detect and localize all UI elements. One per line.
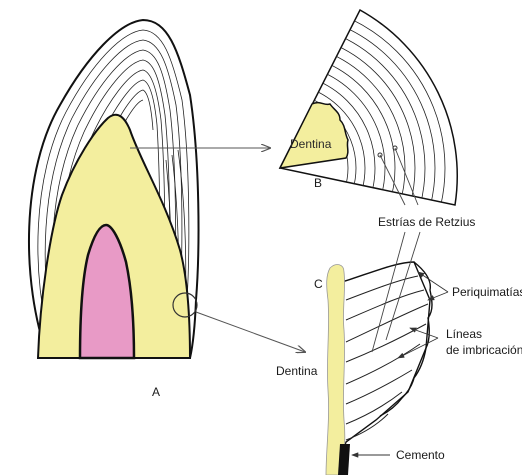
panel-b-label: B — [314, 176, 322, 190]
panel-c-label: C — [314, 277, 323, 291]
lineas-label-2: de imbricación — [446, 343, 522, 357]
cemento-label: Cemento — [396, 448, 445, 462]
panel-a-label: A — [152, 385, 160, 399]
estrias-label: Estrías de Retzius — [378, 215, 475, 229]
dentina-b-label: Dentina — [290, 137, 332, 151]
panel-a-tooth: A — [29, 20, 199, 399]
arrow-a-to-c — [196, 312, 305, 352]
sector-b-outline — [280, 10, 457, 205]
panel-c-section: C Dentina — [276, 262, 432, 475]
dentina-c-label: Dentina — [276, 364, 318, 378]
dentin-c — [326, 265, 345, 475]
cementum-c — [338, 444, 350, 475]
periquimatias-label: Periquimatías — [452, 285, 522, 299]
lineas-label-1: Líneas — [446, 327, 482, 341]
dentin-b — [280, 103, 348, 168]
